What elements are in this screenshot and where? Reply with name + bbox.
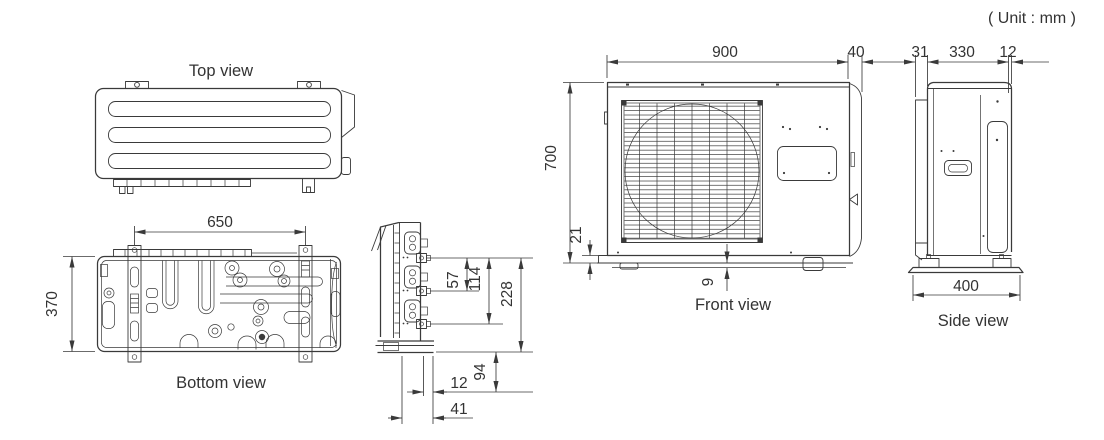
pipe-detail-view: 57 114 228 94 12 41 xyxy=(371,221,533,424)
dim-port1: 57 xyxy=(445,271,462,288)
fan-circle xyxy=(624,103,760,239)
dim-pipe-offset-large: 41 xyxy=(450,401,467,418)
dim-front-side-panel: 40 xyxy=(847,44,865,61)
front-view: Front view xyxy=(543,44,915,314)
dim-bottom-depth: 370 xyxy=(44,291,61,317)
side-view-label: Side view xyxy=(938,312,1009,330)
dim-side-base-depth: 400 xyxy=(953,278,979,295)
dim-370: 370 xyxy=(44,256,95,352)
side-foot-right xyxy=(992,258,1012,268)
bottom-view-label: Bottom view xyxy=(176,374,266,392)
top-view-label: Top view xyxy=(189,62,253,80)
dim-650: 650 xyxy=(134,214,306,245)
dim-base-offset: 94 xyxy=(472,363,489,381)
valve-fittings xyxy=(402,231,431,329)
dim-front-width: 900 xyxy=(712,44,738,61)
side-view: Side view 31 330 12 xyxy=(907,44,1049,330)
base-pad xyxy=(907,266,1024,274)
dim-side-front-offset: 12 xyxy=(999,44,1016,61)
front-foot-right xyxy=(802,257,824,271)
mounting-rail-right xyxy=(298,245,313,363)
corner-post xyxy=(987,121,1008,253)
dim-front-base-height: 21 xyxy=(568,226,585,243)
coil-fins xyxy=(915,99,928,244)
dim-port2: 114 xyxy=(467,266,484,291)
front-view-label: Front view xyxy=(695,296,771,314)
front-dims: 900 40 700 21 9 xyxy=(543,44,915,291)
top-view: Top view xyxy=(94,62,355,194)
dim-side-depth: 330 xyxy=(949,44,975,61)
dim-pipe-offset-small: 12 xyxy=(450,375,467,392)
panel-latch xyxy=(849,193,858,206)
unit-note: ( Unit : mm ) xyxy=(988,10,1076,27)
pipe-detail-dims: 57 114 228 94 12 41 xyxy=(388,257,533,424)
front-foot-left xyxy=(619,262,639,270)
bottom-piping xyxy=(100,259,341,350)
dim-port3: 228 xyxy=(499,281,516,307)
side-dims: 31 330 12 400 xyxy=(911,44,1049,301)
dim-front-height: 700 xyxy=(543,145,560,171)
mounting-rail-left xyxy=(127,245,142,363)
dim-bottom-mount-pitch: 650 xyxy=(207,214,233,231)
access-panel xyxy=(777,146,837,181)
fan-grille xyxy=(621,100,763,243)
handle xyxy=(944,160,972,176)
dim-front-foot-height: 9 xyxy=(700,278,717,287)
bottom-view: Bottom view xyxy=(44,214,342,392)
dim-side-coil: 31 xyxy=(911,44,928,61)
